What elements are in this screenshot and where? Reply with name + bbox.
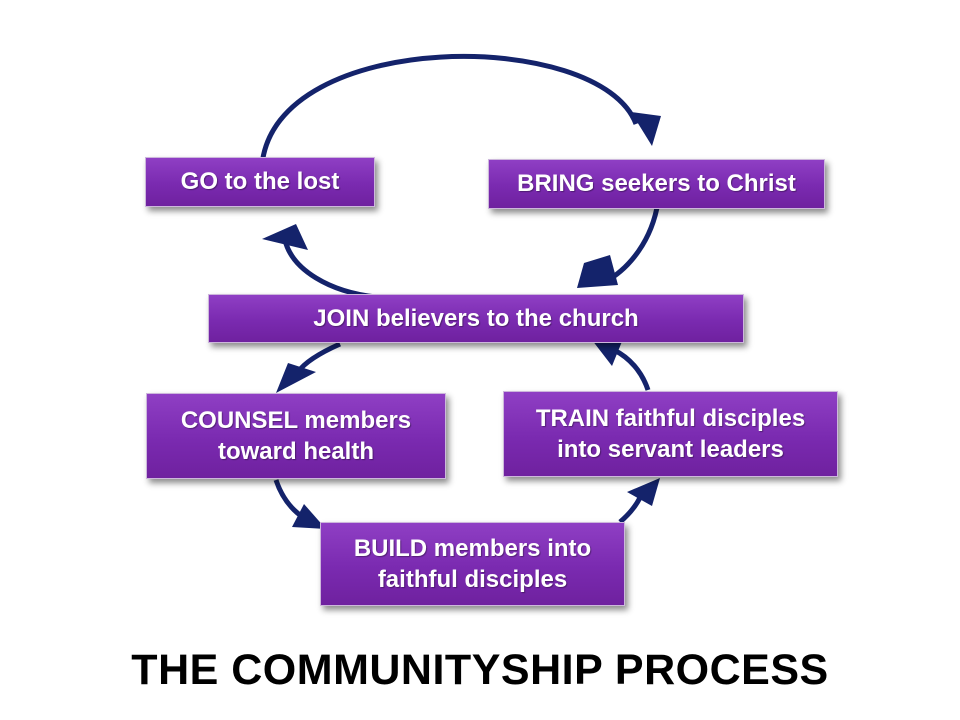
stage-counsel-box: COUNSEL members toward health — [146, 393, 446, 479]
arrow-go-to-bring — [259, 53, 639, 166]
stage-bring-label: BRING seekers to Christ — [517, 170, 796, 198]
stage-join-box: JOIN believers to the church — [208, 294, 744, 343]
arrowhead-go-to-bring — [631, 112, 661, 146]
stage-go-box: GO to the lost — [145, 157, 375, 207]
stage-train-label: TRAIN faithful disciples into servant le… — [535, 404, 806, 463]
stage-counsel-label: COUNSEL members toward health — [180, 406, 412, 465]
stage-bring-box: BRING seekers to Christ — [488, 159, 825, 209]
arrow-join-to-counsel — [295, 341, 342, 374]
stage-go-label: GO to the lost — [180, 168, 340, 196]
arrow-train-to-join — [612, 347, 651, 391]
stage-build-label: BUILD members into faithful disciples — [353, 534, 592, 593]
arrow-join-to-go — [282, 239, 377, 300]
arrowhead-join-to-counsel — [276, 363, 316, 393]
stage-build-box: BUILD members into faithful disciples — [320, 522, 625, 606]
arrowhead-bring-to-join — [577, 255, 618, 288]
arrowhead-counsel-to-build — [292, 504, 326, 529]
arrowhead-build-to-train — [627, 478, 660, 506]
arrowhead-join-to-go — [262, 224, 308, 250]
stage-join-label: JOIN believers to the church — [313, 304, 639, 332]
diagram-title: THE COMMUNITYSHIP PROCESS — [131, 646, 829, 694]
stage-train-box: TRAIN faithful disciples into servant le… — [503, 391, 838, 477]
discipleship-loop — [273, 339, 660, 529]
arrowhead-train-to-join — [592, 339, 623, 366]
